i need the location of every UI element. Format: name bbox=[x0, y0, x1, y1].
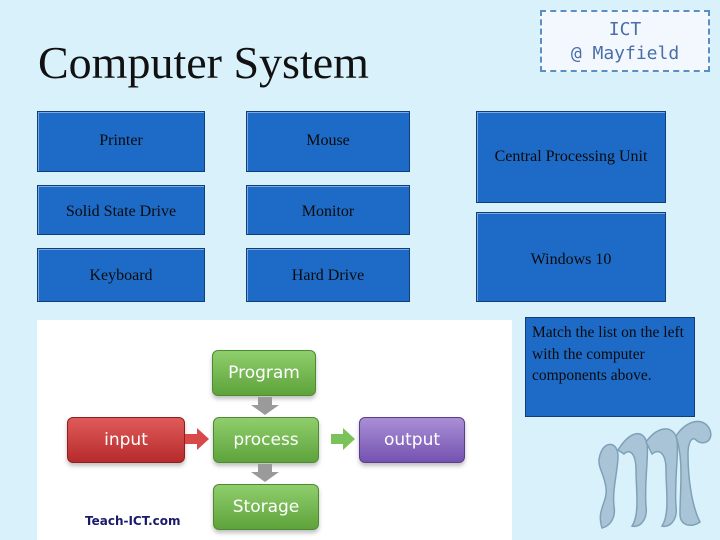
logo-line-2: @ Mayfield bbox=[570, 43, 680, 64]
list-item-hard-drive[interactable]: Hard Drive bbox=[246, 248, 410, 302]
diagram-program-node: Program bbox=[212, 350, 316, 396]
diagram-storage-node: Storage bbox=[213, 484, 319, 530]
list-item-keyboard[interactable]: Keyboard bbox=[37, 248, 205, 302]
list-item-solid-state-drive[interactable]: Solid State Drive bbox=[37, 185, 205, 235]
arrow-right-icon bbox=[331, 428, 355, 450]
mayfield-monogram-icon bbox=[598, 420, 712, 529]
arrow-down-icon bbox=[251, 397, 279, 415]
list-item-monitor[interactable]: Monitor bbox=[246, 185, 410, 235]
arrow-down-icon bbox=[251, 464, 279, 482]
ipo-diagram: Program input process output Storage Tea… bbox=[37, 320, 512, 540]
teach-ict-credit: Teach-ICT.com bbox=[85, 514, 181, 528]
logo-line-1: ICT bbox=[608, 19, 642, 40]
list-item-mouse[interactable]: Mouse bbox=[246, 111, 410, 172]
list-item-printer[interactable]: Printer bbox=[37, 111, 205, 172]
instruction-note: Match the list on the left with the comp… bbox=[525, 317, 695, 417]
component-box-cpu[interactable]: Central Processing Unit bbox=[476, 111, 666, 203]
diagram-process-node: process bbox=[213, 417, 319, 463]
diagram-output-node: output bbox=[359, 417, 465, 463]
ict-mayfield-logo: ICT @ Mayfield bbox=[540, 10, 710, 72]
arrow-right-icon bbox=[185, 428, 209, 450]
diagram-input-node: input bbox=[67, 417, 185, 463]
page-title: Computer System bbox=[38, 37, 369, 88]
component-box-windows[interactable]: Windows 10 bbox=[476, 212, 666, 302]
